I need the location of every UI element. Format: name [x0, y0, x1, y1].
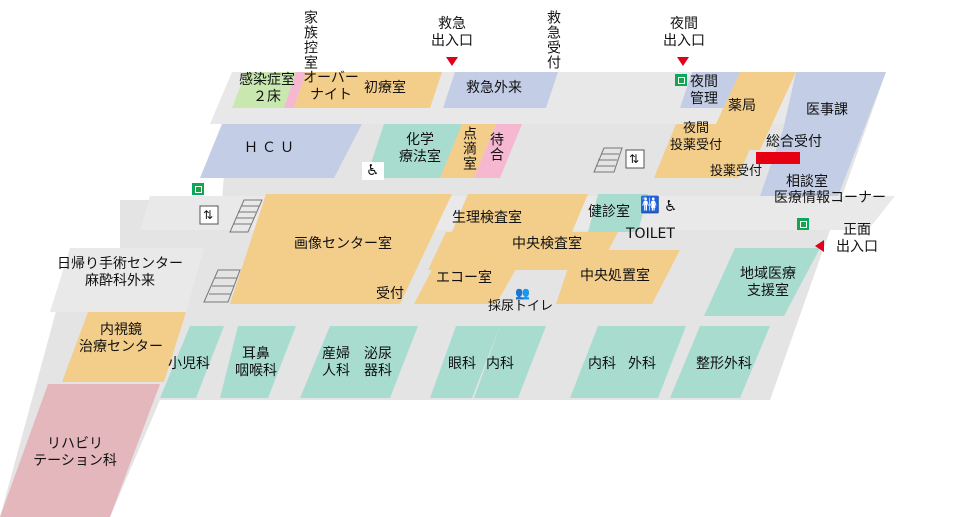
- dispensing-reception-label: 投薬受付: [710, 164, 763, 179]
- endoscopy-label: 内視鏡 治療センター: [79, 322, 163, 355]
- consultation-label: 相談室: [786, 174, 828, 190]
- emergency-exit-icon: [192, 183, 204, 195]
- waiting-label: 待合: [488, 132, 504, 162]
- elevator-icon: ⇅: [203, 208, 214, 222]
- overnight-label: オーバー ナイト: [303, 70, 359, 103]
- room-waiting: [474, 124, 522, 178]
- chemo-label: 化学 療法室: [399, 132, 441, 165]
- night-admin-label: 夜間 管理: [690, 74, 718, 107]
- room-central-treatment: [556, 250, 680, 304]
- ent-label: 耳鼻 咽喉科: [235, 346, 277, 379]
- general-reception-label: 総合受付: [766, 134, 822, 150]
- orthopedics-label: 整形外科: [696, 356, 752, 372]
- emergency-exit-icon: [797, 218, 809, 230]
- room-infection: [232, 72, 302, 108]
- physio-lab-label: 生理検査室: [452, 210, 522, 226]
- room-imaging: [230, 194, 452, 304]
- infection-room-label: 感染症室 ２床: [239, 72, 295, 105]
- surgery-label: 外科: [628, 356, 656, 372]
- medinfo-corner-label: 医療情報コーナー: [774, 190, 886, 206]
- regional-support-label: 地域医療 支援室: [740, 266, 796, 299]
- central-lab-label: 中央検査室: [512, 236, 582, 252]
- room-endoscopy: [62, 312, 186, 382]
- reception-label: 受付: [376, 286, 404, 302]
- emergency-entrance-marker: [446, 57, 458, 66]
- elevator-right: [625, 149, 645, 169]
- first-aid-label: 初療室: [364, 80, 406, 96]
- wheelchair-icon: ♿: [366, 161, 380, 179]
- room-regional-support: [704, 248, 820, 316]
- imaging-label: 画像センター室: [294, 236, 392, 252]
- room-day-surgery: [50, 248, 204, 312]
- night-entrance-label: 夜間 出入口: [663, 16, 705, 49]
- room-internal1: [474, 326, 546, 398]
- room-echo: [414, 262, 520, 304]
- room-checkup: [588, 194, 648, 232]
- main-entrance-marker: [815, 240, 824, 252]
- urine-toilet-label: 採尿トイレ: [488, 299, 554, 314]
- medical-affairs-label: 医事課: [806, 102, 848, 118]
- room-infusion: [440, 124, 496, 178]
- room-orthopedics: [670, 326, 770, 398]
- pediatrics-label: 小児科: [168, 356, 210, 372]
- obgyn-label: 産婦 人科: [322, 346, 350, 379]
- room-urology: [346, 326, 418, 398]
- stairs-left: [203, 199, 263, 303]
- night-dispensing-label: 夜間 投薬受付: [669, 121, 722, 153]
- emergency-reception-label: 救急受付: [545, 10, 561, 70]
- central-treatment-label: 中央処置室: [580, 268, 650, 284]
- wheelchair-box: [362, 162, 384, 180]
- main-entrance-label: 正面 出入口: [836, 222, 878, 255]
- family-waiting-label: 家族控室: [302, 10, 318, 70]
- general-reception-counter: [756, 152, 800, 164]
- echo-label: エコー室: [436, 270, 492, 286]
- room-ophthalmology: [430, 326, 500, 398]
- room-hcu: [200, 124, 362, 178]
- checkup-label: 健診室: [588, 204, 630, 220]
- urology-label: 泌尿 器科: [364, 346, 392, 379]
- room-medical-affairs: [760, 72, 886, 196]
- urine-toilet-icon: 👥: [515, 286, 530, 300]
- emergency-exit-icon: [675, 74, 687, 86]
- rehab-label: リハビリ テーション科: [33, 436, 117, 469]
- toilet-label: TOILET: [626, 226, 675, 242]
- room-er-outpatient: [443, 72, 558, 108]
- wheelchair-icon: ♿: [664, 197, 678, 215]
- ophthalmology-label: 眼科: [448, 356, 476, 372]
- hcu-label: ＨＣＵ: [244, 140, 298, 156]
- room-pediatrics: [160, 326, 224, 398]
- infusion-label: 点滴室: [461, 126, 477, 171]
- internal1-label: 内科: [486, 356, 514, 372]
- room-rehab: [0, 384, 160, 517]
- room-surgery: [614, 326, 686, 398]
- room-first-aid: [346, 72, 442, 108]
- room-internal2: [570, 326, 642, 398]
- internal2-label: 内科: [588, 356, 616, 372]
- night-entrance-marker: [677, 57, 689, 66]
- stairs-right: [593, 147, 623, 173]
- room-family-strip: [284, 72, 306, 108]
- room-ent: [220, 326, 296, 398]
- elevator-icon: ⇅: [629, 152, 640, 166]
- room-obgyn: [300, 326, 376, 398]
- room-overnight: [294, 72, 358, 108]
- elevator-left: [199, 205, 219, 225]
- room-night-dispensing: [654, 124, 760, 178]
- room-chemo: [366, 124, 462, 178]
- pharmacy-label: 薬局: [728, 98, 756, 114]
- room-night-admin: [680, 72, 740, 108]
- emergency-entrance-label: 救急 出入口: [431, 16, 473, 49]
- day-surgery-label: 日帰り手術センター 麻酔科外来: [57, 256, 183, 289]
- restroom-icon: 🚻: [640, 195, 660, 214]
- er-outpatient-label: 救急外来: [466, 80, 522, 96]
